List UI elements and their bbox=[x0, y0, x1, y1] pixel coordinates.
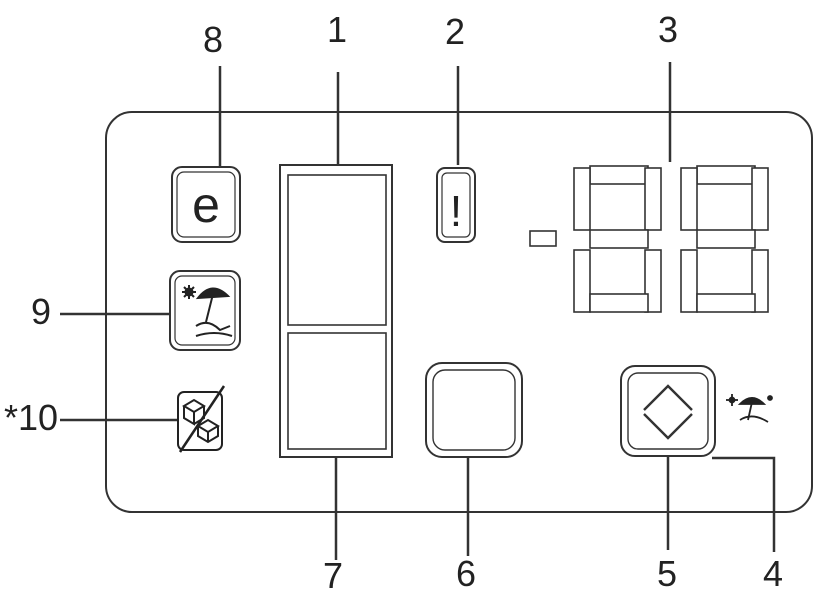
callout-6: 6 bbox=[456, 553, 477, 594]
select-button[interactable] bbox=[425, 362, 523, 458]
lower-zone-display bbox=[287, 332, 387, 450]
holiday-beach-umbrella-icon bbox=[182, 285, 233, 337]
ice-maker-indicator bbox=[177, 385, 226, 453]
callout-2: 2 bbox=[445, 11, 466, 52]
callout-7: 7 bbox=[323, 555, 344, 596]
alarm-exclamation-icon: ! bbox=[450, 187, 462, 236]
alarm-indicator: ! bbox=[436, 167, 476, 243]
digit-1 bbox=[573, 165, 662, 313]
callout-10: *10 bbox=[4, 397, 59, 438]
callout-8: 8 bbox=[203, 19, 224, 60]
callout-3: 3 bbox=[658, 9, 679, 50]
callout-4: 4 bbox=[763, 553, 784, 594]
minus-segment bbox=[529, 230, 557, 247]
callout-5: 5 bbox=[657, 553, 678, 594]
ice-cube-icon bbox=[177, 385, 226, 453]
zone-display-frame bbox=[279, 164, 393, 458]
callout-1: 1 bbox=[327, 9, 348, 50]
eco-e-icon: e bbox=[192, 177, 220, 233]
temperature-display bbox=[529, 165, 769, 313]
up-down-chevron-icon bbox=[643, 384, 693, 440]
adjust-button[interactable] bbox=[620, 365, 716, 457]
digit-2 bbox=[680, 165, 769, 313]
upper-zone-display bbox=[287, 174, 387, 326]
callout-9: 9 bbox=[31, 291, 52, 332]
leader-line-4 bbox=[712, 456, 776, 552]
eco-button[interactable]: e bbox=[171, 166, 241, 243]
holiday-button[interactable] bbox=[169, 270, 241, 351]
holiday-small-icon bbox=[726, 394, 773, 423]
